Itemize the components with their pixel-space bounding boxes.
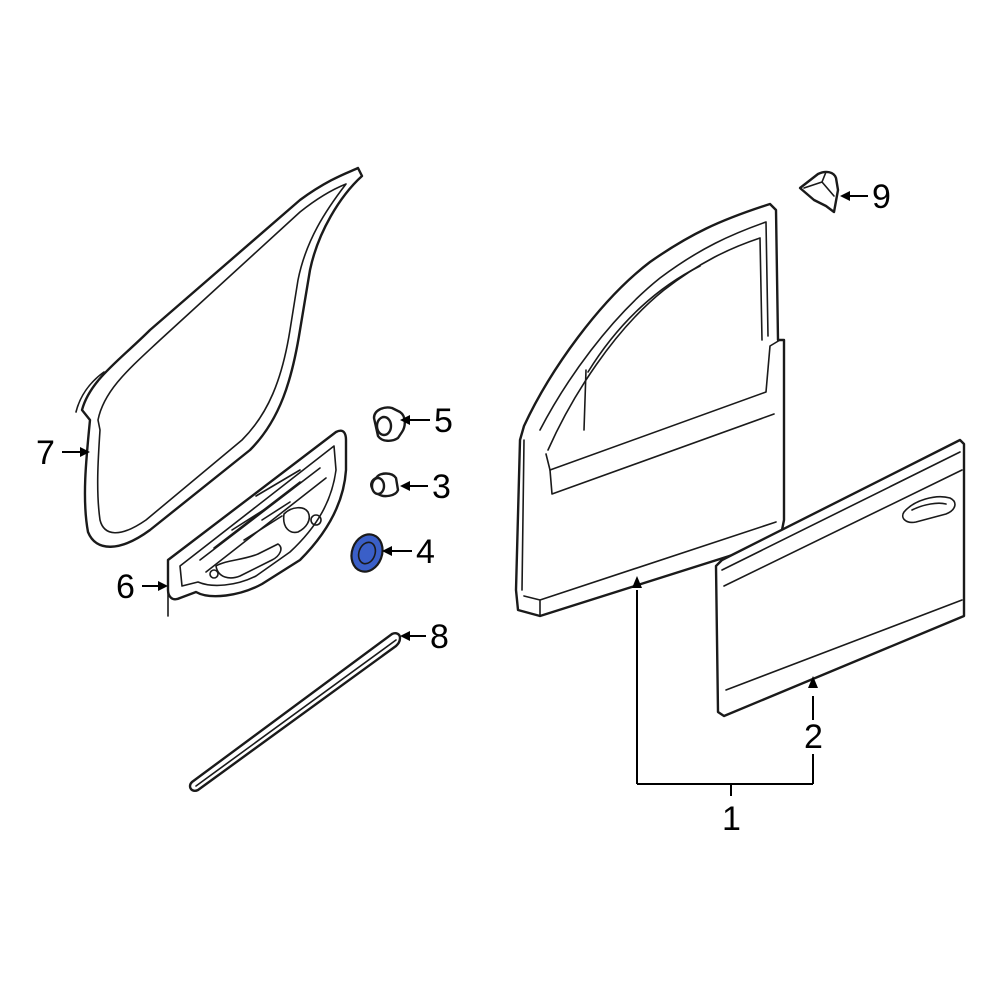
callout-labels: 7 6 5 3 4 8 9 2 1 xyxy=(36,178,891,838)
arrow-1 xyxy=(632,576,642,588)
arrow-8 xyxy=(400,631,410,641)
part-5-clip[interactable] xyxy=(372,406,406,442)
callout-6: 6 xyxy=(116,568,135,606)
arrow-2 xyxy=(808,676,818,688)
callout-2: 2 xyxy=(804,718,823,756)
callout-1: 1 xyxy=(722,800,741,838)
arrow-3 xyxy=(400,481,410,491)
callout-5: 5 xyxy=(434,402,453,440)
arrow-6 xyxy=(158,581,168,591)
arrow-4 xyxy=(382,546,392,556)
callout-3: 3 xyxy=(432,468,451,506)
callout-4: 4 xyxy=(416,533,435,571)
part-7-weatherstrip[interactable] xyxy=(75,166,364,548)
arrow-5 xyxy=(400,415,410,425)
part-6-trim-panel[interactable] xyxy=(166,429,348,617)
leaders xyxy=(62,191,868,796)
part-2-outer-panel[interactable] xyxy=(714,438,966,718)
arrow-7 xyxy=(80,447,90,457)
part-4-grommet[interactable] xyxy=(346,530,387,576)
callout-9: 9 xyxy=(872,178,891,216)
part-3-plug[interactable] xyxy=(370,472,400,498)
part-9-bracket[interactable] xyxy=(798,170,840,214)
callout-8: 8 xyxy=(430,618,449,656)
part-8-molding[interactable] xyxy=(188,632,402,792)
callout-7: 7 xyxy=(36,434,55,472)
arrow-9 xyxy=(840,191,850,201)
part-1-door-shell[interactable] xyxy=(514,202,786,618)
